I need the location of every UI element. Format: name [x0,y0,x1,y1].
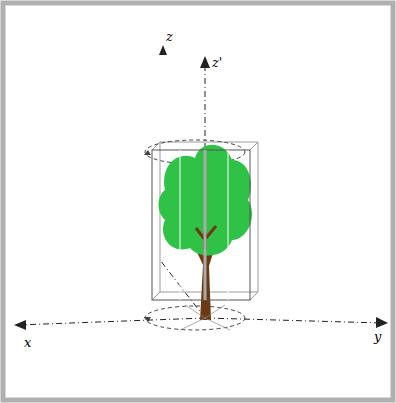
axis-label: z' [212,56,222,69]
axis-label: y [374,330,381,343]
axis-label: z [166,30,173,43]
axis-label: x [24,336,31,349]
